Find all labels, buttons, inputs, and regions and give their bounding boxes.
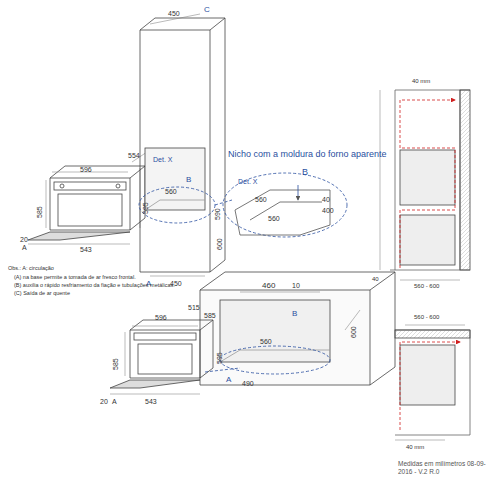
dimension-label: Nicho com a moldura do forno aparente	[228, 150, 387, 159]
dimension-label: 40	[322, 196, 330, 203]
dimension-label: 600	[216, 238, 223, 250]
dimension-label: 450	[168, 10, 180, 17]
callout-letter: B	[302, 168, 308, 177]
dimension-label: 600	[350, 326, 357, 338]
callout-letter: A	[112, 398, 117, 405]
dimension-label: Obs.: A: circulação	[8, 266, 54, 272]
dimension-label: 596	[155, 314, 167, 321]
dimension-label: 20	[100, 398, 108, 405]
callout-letter: A	[226, 376, 231, 384]
dimension-label: 460	[262, 282, 275, 290]
dimension-label: 20	[20, 236, 28, 243]
dimension-label: 585	[204, 312, 216, 319]
dimension-label: Det. X	[153, 156, 172, 163]
caption: Medidas em milímetros 08-09-2016 - V.2 R…	[398, 460, 488, 477]
dimension-label: 400	[322, 207, 334, 214]
dimension-label: 554	[128, 152, 140, 159]
dimension-label: (B) auxilia o rápido resfriamento da fia…	[14, 283, 175, 289]
dimension-label: 560 - 600	[414, 314, 439, 320]
dimension-label: 40 mm	[412, 78, 430, 84]
dimension-label: 560	[165, 188, 177, 195]
dimension-label: 560	[260, 338, 272, 345]
dimension-label: 585	[36, 206, 43, 218]
dimension-label: 10	[292, 282, 300, 289]
dimension-label: 515	[188, 304, 200, 311]
dimension-label: 595	[142, 202, 149, 214]
dimension-label: 40	[372, 276, 379, 282]
dimension-label: 596	[80, 166, 92, 173]
callout-letter: C	[204, 6, 210, 14]
dimension-label: (A) na base permite a tomada de ar fresc…	[14, 275, 136, 281]
dimension-label: Det. X	[238, 178, 257, 185]
dimension-label: 543	[145, 398, 157, 405]
dimension-label: (C) Saída de ar quente	[14, 291, 70, 297]
dimension-label: 585	[112, 358, 119, 370]
dimension-label: 590	[214, 208, 221, 220]
dimension-label: 560 - 600	[414, 283, 439, 289]
dimension-label: 560	[268, 215, 280, 222]
dimension-label: 543	[80, 246, 92, 253]
callout-letter: B	[292, 310, 297, 318]
dimension-label: 40 mm	[406, 444, 424, 450]
callout-letter: B	[186, 176, 191, 184]
dimension-label: 490	[242, 380, 254, 387]
dimension-label: 560	[255, 196, 267, 203]
callout-letter: A	[22, 244, 27, 251]
dimension-label: 595	[216, 352, 223, 364]
